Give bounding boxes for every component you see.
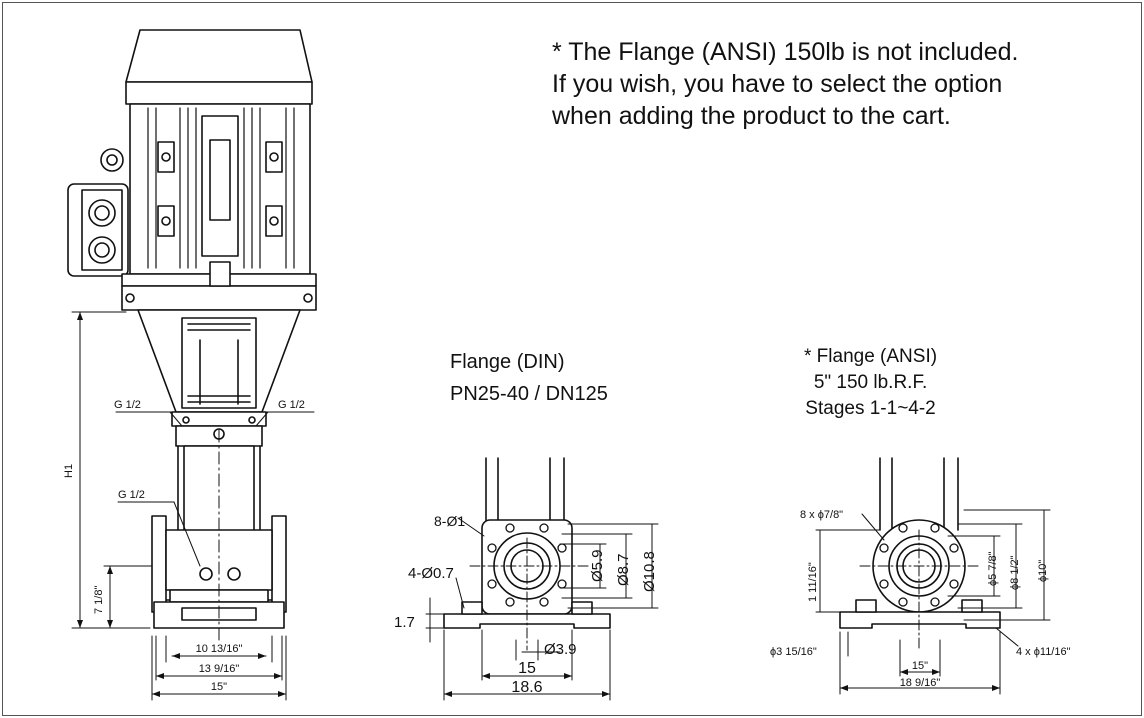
ansi-w2-label: 18 9/16" — [900, 677, 941, 689]
note-line-2: If you wish, you have to select the opti… — [552, 70, 1003, 98]
note-line-3: when adding the product to the cart. — [552, 102, 951, 130]
pump-dimensions — [71, 311, 315, 701]
note-line-1: * The Flange (ANSI) 150lb is not include… — [552, 38, 1019, 66]
din-w1-label: 15 — [518, 660, 536, 677]
ansi-flange-title: * Flange (ANSI) 5" 150 lb.R.F. Stages 1-… — [804, 344, 937, 422]
ansi-title-line-1: * Flange (ANSI) — [804, 346, 938, 367]
pump-h1-label: H1 — [63, 464, 75, 478]
ansi-title-line-2: 5" 150 lb.R.F. — [813, 372, 928, 393]
pump-dim-b-label: 13 9/16" — [199, 663, 240, 675]
ansi-title-line-3: Stages 1-1~4-2 — [805, 398, 936, 419]
din-w2-label: 18.6 — [511, 679, 542, 696]
pump-drawing — [67, 29, 317, 629]
ansi-d3-label: ϕ10" — [1037, 560, 1049, 582]
din-title-line-2: PN25-40 / DN125 — [450, 383, 608, 405]
ansi-dimensions — [815, 509, 1051, 695]
pump-dim-c-label: 15" — [211, 681, 227, 693]
din-d1-label: Ø5.9 — [589, 549, 606, 582]
din-holes-label: 4-Ø0.7 — [408, 565, 454, 582]
ansi-d1-label: ϕ5 7/8" — [987, 551, 999, 586]
din-flange-title: Flange (DIN) PN25-40 / DN125 — [450, 346, 608, 410]
din-bolts-label: 8-Ø1 — [434, 513, 465, 529]
ansi-w1-label: 15" — [912, 660, 928, 672]
ansi-bolts-label: 8 x ϕ7/8" — [800, 509, 843, 521]
pump-port-height-label: 7 1/8" — [93, 586, 105, 614]
pump-g-left-label: G 1/2 — [114, 399, 141, 411]
pump-g-right-label: G 1/2 — [278, 399, 305, 411]
ansi-d2-label: ϕ8 1/2" — [1009, 555, 1021, 590]
ansi-d4-label: ϕ3 15/16" — [770, 646, 817, 658]
din-title-line-1: Flange (DIN) — [450, 351, 565, 373]
pump-g-low-label: G 1/2 — [118, 489, 145, 501]
din-dimensions — [425, 517, 659, 701]
din-d2-label: Ø8.7 — [615, 553, 632, 586]
din-d3-label: Ø10.8 — [641, 551, 658, 592]
din-d4-label: Ø3.9 — [544, 641, 577, 658]
pump-dim-a-label: 10 13/16" — [196, 643, 243, 655]
ansi-height-label: 1 11/16" — [807, 562, 819, 602]
inclusion-note: * The Flange (ANSI) 150lb is not include… — [552, 36, 1018, 132]
ansi-holes-label: 4 x ϕ11/16" — [1016, 646, 1071, 658]
ansi-flange-drawing — [839, 457, 1001, 629]
din-height-label: 1.7 — [394, 614, 415, 631]
